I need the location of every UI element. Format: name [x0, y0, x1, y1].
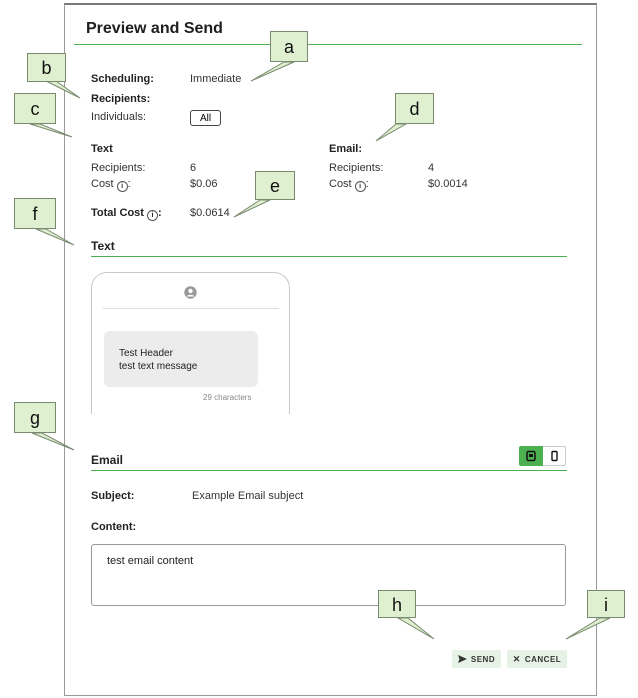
- desktop-view-button[interactable]: [519, 446, 543, 466]
- email-recipients-label: Recipients:: [329, 162, 384, 174]
- info-icon[interactable]: i: [354, 181, 366, 192]
- callout-a: a: [270, 31, 308, 62]
- text-cost-label: Cost: [91, 178, 114, 190]
- text-summary-heading: Text: [91, 143, 113, 155]
- total-cost-label: Total Cost: [91, 207, 144, 219]
- character-count: 29 characters: [203, 393, 252, 402]
- phone-preview-frame: [91, 272, 290, 414]
- email-summary-heading: Email:: [329, 143, 363, 155]
- message-header: Test Header: [119, 348, 173, 359]
- close-icon: ✕: [512, 653, 521, 664]
- cancel-button-label: CANCEL: [524, 654, 562, 664]
- email-content-box: test email content: [91, 544, 566, 606]
- text-cost-value: $0.06: [190, 178, 218, 190]
- contact-avatar-icon: [184, 286, 197, 299]
- email-cost-value: $0.0014: [428, 178, 468, 190]
- mobile-view-button[interactable]: [543, 446, 566, 466]
- send-button-label: SEND: [470, 654, 496, 664]
- text-message-bubble: [104, 331, 258, 387]
- message-body: test text message: [119, 361, 198, 372]
- callout-g: g: [14, 402, 56, 433]
- scheduling-label: Scheduling:: [91, 73, 154, 85]
- content-label: Content:: [91, 521, 137, 533]
- callout-i: i: [587, 590, 625, 618]
- phone-header-divider: [103, 308, 279, 309]
- recipients-label: Recipients:: [91, 93, 151, 105]
- email-recipients-value: 4: [428, 162, 435, 174]
- callout-c: c: [14, 93, 56, 124]
- email-cost-label: Cost: [329, 178, 352, 190]
- send-icon: [457, 655, 467, 663]
- total-cost-value: $0.0614: [190, 207, 230, 219]
- subject-label: Subject:: [91, 490, 135, 502]
- mobile-icon: [551, 450, 558, 462]
- callout-b: b: [27, 53, 66, 82]
- individuals-label: Individuals:: [91, 111, 147, 123]
- callout-h: h: [378, 590, 416, 618]
- info-icon[interactable]: i: [116, 181, 128, 192]
- all-recipients-button[interactable]: All: [190, 110, 221, 126]
- text-section-divider: [91, 256, 567, 257]
- text-preview-heading: Text: [91, 239, 115, 253]
- dialog-title: Preview and Send: [86, 20, 223, 37]
- send-button[interactable]: SEND: [452, 650, 501, 668]
- callout-e: e: [255, 171, 295, 200]
- cancel-button[interactable]: ✕ CANCEL: [507, 650, 567, 668]
- text-recipients-label: Recipients:: [91, 162, 146, 174]
- subject-value: Example Email subject: [192, 490, 304, 502]
- text-recipients-value: 6: [190, 162, 197, 174]
- email-section-divider: [91, 470, 567, 471]
- info-icon[interactable]: i: [146, 210, 158, 221]
- callout-d: d: [395, 93, 434, 124]
- desktop-icon: [526, 450, 536, 462]
- scheduling-value: Immediate: [190, 73, 242, 85]
- callout-f: f: [14, 198, 56, 229]
- title-divider: [74, 44, 582, 45]
- email-preview-heading: Email: [91, 453, 124, 467]
